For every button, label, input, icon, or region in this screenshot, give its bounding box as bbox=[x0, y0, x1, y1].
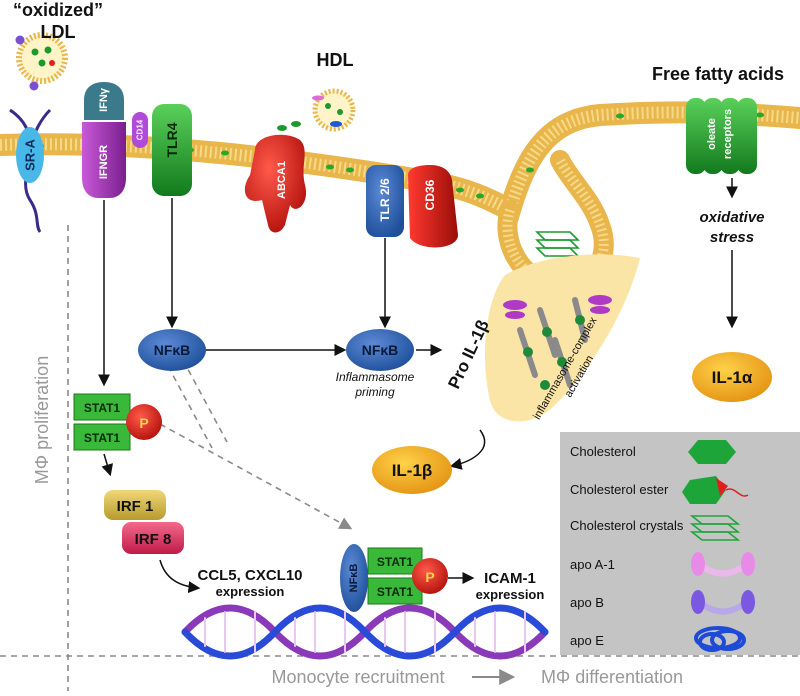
oxidative-line2: stress bbox=[710, 229, 754, 246]
nfkb-label-3: NFκB bbox=[348, 564, 360, 593]
irf8-label: IRF 8 bbox=[135, 531, 172, 548]
differentiation-label: MΦ differentiation bbox=[541, 667, 683, 687]
abca1-transporter: ABCA1 bbox=[244, 134, 307, 233]
icam-line1: ICAM-1 bbox=[484, 570, 536, 587]
tlr26-receptor: TLR 2/6 bbox=[366, 165, 404, 237]
sr-a-label: SR-A bbox=[23, 139, 38, 171]
stat1-label-d: STAT1 bbox=[377, 585, 414, 599]
stat1-label-b: STAT1 bbox=[84, 431, 121, 445]
phospho-label-2: P bbox=[425, 569, 434, 585]
proliferation-label: MΦ proliferation bbox=[32, 356, 52, 484]
cholesterol-crystals-icon bbox=[689, 515, 741, 541]
nfkb-stat1-complex: NFκB STAT1 STAT1 P bbox=[340, 544, 448, 612]
legend-label-3: apo A-1 bbox=[570, 557, 615, 572]
phospho-label-1: P bbox=[139, 415, 148, 431]
cholesterol-ester-icon bbox=[682, 476, 749, 504]
legend-label-2: Cholesterol crystals bbox=[570, 518, 684, 533]
ffa-label: Free fatty acids bbox=[652, 64, 784, 84]
cholesterol-hexagon-icon bbox=[688, 440, 736, 464]
oleate-label-2: receptors bbox=[722, 109, 734, 159]
ifngr-receptor: IFNGR bbox=[82, 122, 126, 198]
apo-a1-icon bbox=[691, 552, 755, 577]
ccl5-line1: CCL5, CXCL10 bbox=[197, 567, 302, 584]
il1b-node: IL-1β bbox=[372, 446, 452, 494]
oxldl-label-line2: LDL bbox=[41, 22, 76, 42]
legend-label-0: Cholesterol bbox=[570, 444, 636, 459]
oleate-receptors: oleate receptors bbox=[686, 98, 757, 174]
irf1-node: IRF 1 bbox=[104, 490, 166, 520]
cd14-receptor: CD14 bbox=[132, 112, 148, 148]
cd14-label: CD14 bbox=[136, 119, 145, 140]
inflammasome-priming-line1: Inflammasome bbox=[336, 370, 415, 384]
inflammasome-priming-line2: priming bbox=[354, 385, 395, 399]
tlr4-receptor: TLR4 bbox=[152, 104, 192, 196]
cd36-receptor: CD36 bbox=[408, 165, 458, 248]
nfkb-node-1: NFκB bbox=[138, 329, 206, 371]
legend-label-4: apo B bbox=[570, 595, 604, 610]
abca1-label: ABCA1 bbox=[276, 161, 288, 199]
icam-line2: expression bbox=[476, 587, 545, 602]
stat1-label-a: STAT1 bbox=[84, 401, 121, 415]
il1a-node: IL-1α bbox=[692, 352, 772, 402]
tlr4-label: TLR4 bbox=[164, 122, 180, 157]
irf8-node: IRF 8 bbox=[122, 522, 184, 554]
signaling-arrows bbox=[98, 178, 738, 594]
il1b-label: IL-1β bbox=[392, 461, 433, 480]
stat1-dimer-left: STAT1 STAT1 P bbox=[73, 393, 162, 451]
cd36-label: CD36 bbox=[423, 179, 437, 210]
membrane-crystal-icon bbox=[535, 231, 580, 257]
stat1-label-c: STAT1 bbox=[377, 555, 414, 569]
apo-e-icon bbox=[694, 626, 746, 652]
oleate-label-1: oleate bbox=[706, 118, 718, 150]
hdl-label: HDL bbox=[317, 50, 354, 70]
inflammasome-region bbox=[485, 254, 640, 422]
hdl-icon bbox=[312, 88, 356, 132]
tlr26-label: TLR 2/6 bbox=[378, 178, 392, 222]
inflammasome-complex-icon bbox=[503, 295, 612, 390]
oxldl-label-line1: “oxidized” bbox=[13, 0, 103, 20]
il1a-label: IL-1α bbox=[712, 368, 753, 387]
oxidative-line1: oxidative bbox=[699, 209, 764, 226]
apo-b-icon bbox=[691, 590, 755, 615]
legend-label-1: Cholesterol ester bbox=[570, 482, 669, 497]
monocyte-label: Monocyte recruitment bbox=[271, 667, 444, 687]
sr-a-receptor: SR-A bbox=[9, 108, 52, 233]
hdl-cholesterol-icon bbox=[277, 121, 301, 131]
legend-label-5: apo E bbox=[570, 633, 604, 648]
nfkb-label-2: NFκB bbox=[362, 342, 399, 358]
oxidized-ldl-icon bbox=[15, 32, 68, 91]
dna-helix-icon bbox=[181, 604, 549, 660]
irf1-label: IRF 1 bbox=[117, 498, 154, 515]
ifn-gamma-label: IFNγ bbox=[98, 87, 110, 112]
ifngr-label: IFNGR bbox=[98, 145, 110, 179]
nfkb-node-2: NFκB bbox=[346, 329, 414, 371]
legend-panel: Cholesterol Cholesterol ester Cholestero… bbox=[560, 432, 800, 655]
nfkb-label-1: NFκB bbox=[154, 342, 191, 358]
ifn-gamma-ligand: IFNγ bbox=[84, 82, 124, 120]
ccl5-line2: expression bbox=[216, 584, 285, 599]
